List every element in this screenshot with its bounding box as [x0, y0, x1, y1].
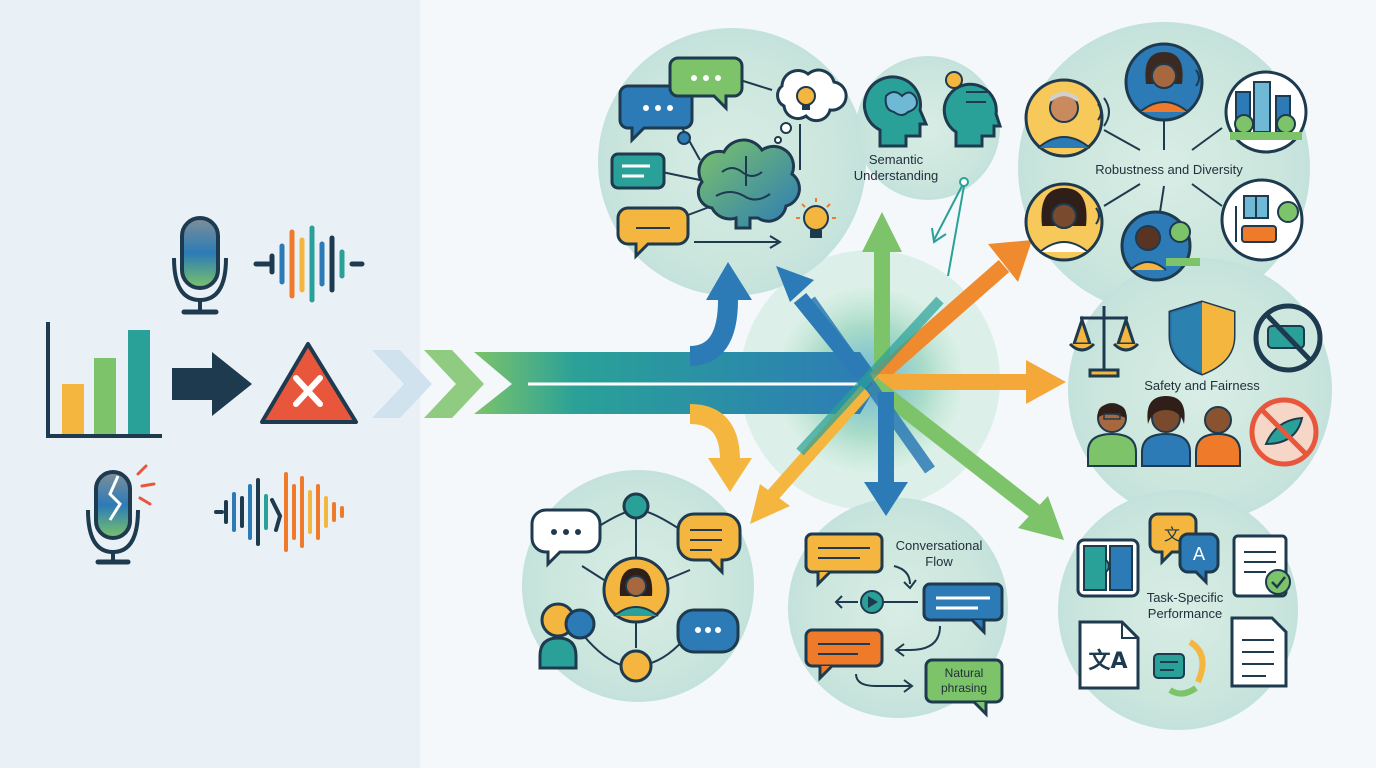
robustness-cluster	[1024, 42, 1308, 282]
arrow-right-icon	[172, 352, 252, 416]
natural-phrasing-label: Natural phrasing	[940, 666, 988, 695]
speech-bubble-icon	[922, 582, 1004, 636]
arrow-to-robustness	[866, 240, 1032, 389]
head-profile-icon	[538, 602, 596, 670]
puzzle-icon	[1076, 538, 1140, 598]
prohibited-icon	[1253, 303, 1323, 373]
conversational-cluster	[804, 532, 1004, 718]
semantic-cluster	[610, 56, 848, 260]
translate-icon: 文A	[1078, 620, 1140, 690]
svg-text:文: 文	[1164, 525, 1180, 544]
chat-bubble-icon	[610, 152, 666, 190]
translate-icon: 文 A	[1148, 512, 1220, 586]
bar-chart-icon	[46, 322, 162, 438]
city-icon	[1224, 70, 1308, 154]
semantic-pointer	[931, 177, 969, 277]
arrow-to-task	[867, 377, 1064, 540]
main-trunk-arrow	[474, 352, 880, 414]
chat-bubble-icon	[1153, 639, 1206, 697]
lightbulb-icon	[774, 68, 848, 144]
prohibited-icon	[1249, 397, 1319, 467]
chat-bubble-icon	[616, 206, 690, 260]
arrow-to-semantic	[689, 262, 752, 366]
speech-bubble-icon	[804, 628, 884, 682]
speech-bubble-icon	[804, 532, 884, 588]
brain-icon	[696, 138, 801, 230]
safety-fairness-label: Safety and Fairness	[1144, 378, 1260, 393]
task-specific-performance-label: Task-Specific Performance	[1146, 590, 1224, 621]
head-profile-icon	[862, 75, 929, 148]
hub-teal-ray	[796, 296, 944, 456]
node-icon	[619, 649, 653, 683]
svg-text:文A: 文A	[1088, 648, 1127, 674]
network-cluster	[530, 492, 742, 683]
document-icon	[1230, 616, 1288, 688]
node-icon	[622, 492, 650, 520]
natural-phrasing-bubble	[924, 658, 1004, 718]
chat-bubble-icon	[668, 56, 744, 112]
home-icon	[1220, 178, 1304, 262]
arrow-to-network-diagonal	[750, 385, 872, 524]
scales-icon	[1068, 306, 1140, 378]
chevrons-icon	[372, 350, 484, 418]
people-icon	[1087, 396, 1241, 467]
arrow-to-safety	[872, 360, 1066, 404]
head-profile-icon	[942, 71, 1003, 148]
chat-bubble-icon	[676, 608, 740, 654]
person-avatar-icon	[1120, 210, 1200, 282]
person-avatar-icon	[1024, 78, 1110, 158]
checkmark-icon	[1265, 569, 1291, 595]
document-icon	[1232, 534, 1291, 598]
chat-bubble-icon	[676, 512, 742, 576]
waveform-icon	[253, 225, 365, 303]
safety-cluster	[1068, 300, 1323, 467]
lightbulb-icon	[796, 198, 836, 238]
chat-bubble-icon	[530, 508, 602, 568]
microphone-icon	[172, 216, 228, 315]
robustness-diversity-label: Robustness and Diversity	[1095, 162, 1243, 177]
error-triangle-icon	[260, 342, 358, 424]
semantic-understanding-label: Semantic Understanding	[853, 152, 939, 183]
person-avatar-icon	[1024, 182, 1104, 262]
broken-microphone-icon	[86, 464, 156, 565]
person-avatar-icon	[602, 556, 670, 624]
person-avatar-icon	[1124, 42, 1204, 122]
task-cluster: 文 A 文A	[1076, 512, 1291, 697]
shield-icon	[1168, 300, 1236, 376]
distorted-waveform-icon	[214, 472, 344, 552]
play-icon	[860, 590, 884, 614]
svg-text:A: A	[1193, 544, 1206, 565]
hub-blue-ray	[805, 296, 935, 474]
arrow-to-network	[689, 404, 752, 492]
conversational-flow-label: Conversational Flow	[895, 538, 983, 569]
